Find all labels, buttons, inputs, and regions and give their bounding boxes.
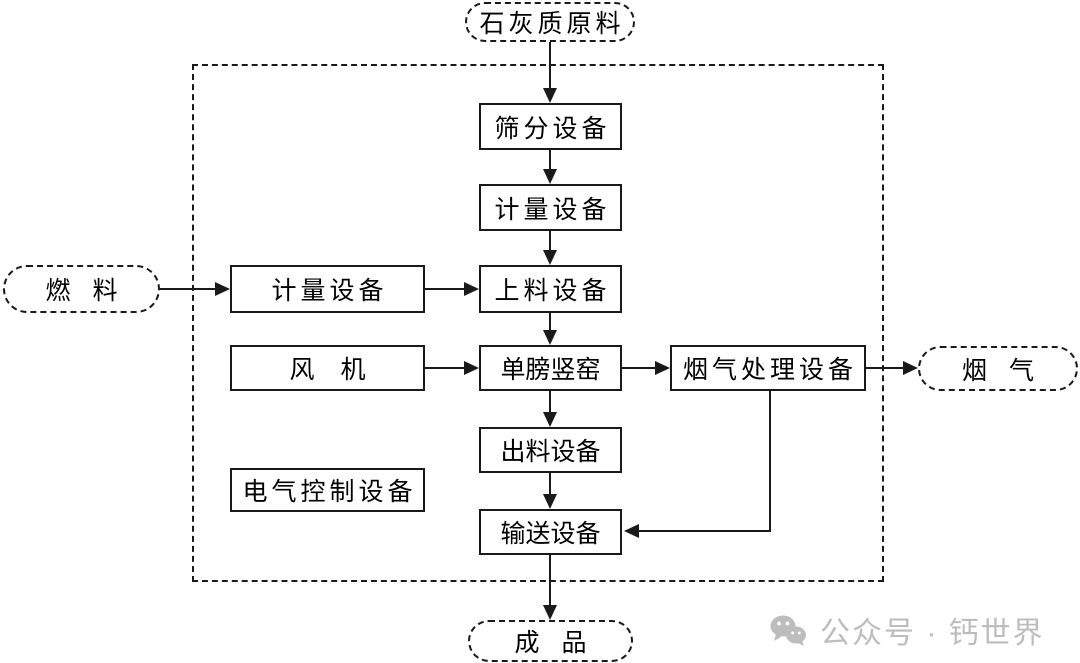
edge-fuel-to-metering	[160, 288, 215, 290]
node-electrical-control-equipment[interactable]: 电气控制设备	[230, 468, 425, 512]
arrowhead-feeding-to-kiln	[543, 330, 557, 345]
edge-discharge-to-conveying	[549, 473, 551, 494]
node-finished-product[interactable]: 成品	[468, 620, 633, 662]
node-screening-equipment[interactable]: 筛分设备	[479, 103, 622, 150]
edge-flue-gas-treatment-to-conveying	[639, 530, 771, 532]
edge-feeding-to-kiln	[549, 313, 551, 330]
plant-boundary	[192, 64, 884, 582]
node-fuel[interactable]: 燃料	[3, 265, 160, 313]
arrowhead-flue-gas-treatment-to-flue-gas	[903, 361, 918, 375]
node-flue-gas-output[interactable]: 烟气	[918, 346, 1078, 391]
arrowhead-flue-gas-treatment-to-conveying	[624, 524, 639, 538]
edge-conveying-to-product	[549, 555, 551, 605]
node-shaft-kiln[interactable]: 单膀竖窑	[479, 345, 622, 391]
edge-flue-gas-treatment-down	[769, 391, 771, 531]
edge-limestone-to-screening	[549, 42, 551, 88]
node-metering-equipment-fuel[interactable]: 计量设备	[230, 265, 425, 313]
edge-screening-to-metering	[549, 150, 551, 169]
node-fan[interactable]: 风机	[230, 345, 425, 391]
node-discharge-equipment[interactable]: 出料设备	[479, 427, 622, 473]
arrowhead-kiln-to-flue-gas-treatment	[655, 361, 670, 375]
arrowhead-limestone-to-screening	[543, 88, 557, 103]
edge-kiln-to-flue-gas-treatment	[622, 367, 655, 369]
node-fan-label: 风机	[289, 357, 392, 384]
arrowhead-fuel-to-metering	[215, 282, 230, 296]
node-flue-gas-treatment-equipment[interactable]: 烟气处理设备	[670, 345, 866, 391]
node-feeding-equipment[interactable]: 上料设备	[479, 265, 622, 313]
arrowhead-metering-to-feeding	[543, 250, 557, 265]
edge-flue-gas-treatment-to-flue-gas	[866, 367, 903, 369]
edge-fan-to-kiln	[425, 367, 464, 369]
node-conveying-equipment[interactable]: 输送设备	[479, 509, 622, 555]
node-metering-equipment-top[interactable]: 计量设备	[479, 184, 622, 231]
node-limestone-raw-material[interactable]: 石灰质原料	[465, 2, 635, 42]
watermark: 公众号 · 钙世界	[770, 608, 1045, 652]
watermark-text: 公众号 · 钙世界	[820, 617, 1045, 650]
edge-kiln-to-discharge	[549, 391, 551, 412]
arrowhead-screening-to-metering	[543, 169, 557, 184]
edge-metering-fuel-to-feeding	[425, 288, 464, 290]
arrowhead-kiln-to-discharge	[543, 412, 557, 427]
arrowhead-metering-fuel-to-feeding	[464, 282, 479, 296]
arrowhead-fan-to-kiln	[464, 361, 479, 375]
wechat-icon	[770, 614, 808, 646]
edge-metering-to-feeding	[549, 231, 551, 250]
arrowhead-conveying-to-product	[543, 605, 557, 620]
arrowhead-discharge-to-conveying	[543, 494, 557, 509]
